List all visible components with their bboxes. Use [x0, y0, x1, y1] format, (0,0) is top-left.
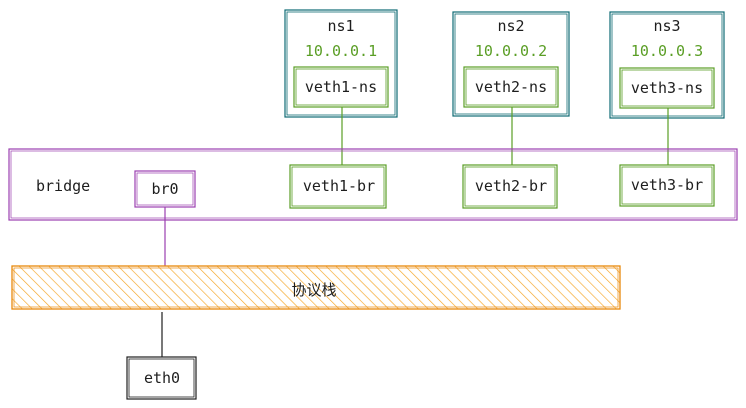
veth1-br-label: veth1-br [303, 177, 375, 195]
ns2-box-inner [454, 13, 568, 115]
protocol-stack-box [11, 265, 621, 310]
veth1-ns-box [293, 66, 389, 108]
ns2-name: ns2 [497, 17, 524, 35]
namespace-ns3: ns3 10.0.0.3 veth3-ns [609, 11, 725, 119]
ns3-box [609, 11, 725, 119]
namespace-ns1: ns1 10.0.0.1 veth1-ns [284, 9, 398, 118]
ns1-box-inner [286, 11, 396, 116]
ns3-name: ns3 [653, 17, 680, 35]
veth2-ns-box [463, 66, 559, 108]
ns2-ip: 10.0.0.2 [475, 42, 547, 60]
ns3-ip: 10.0.0.3 [631, 42, 703, 60]
protocol-stack-box-inner [13, 267, 619, 308]
veth1-ns-box-inner [295, 68, 387, 106]
eth0-label: eth0 [144, 369, 180, 387]
veth3-ns-box-inner [621, 69, 713, 107]
protocol-stack-label: 协议栈 [291, 281, 336, 299]
eth0-box [126, 356, 197, 400]
veth1-br-box-inner [291, 166, 385, 207]
veth2-ns-box-inner [465, 68, 557, 106]
veth2-ns-label: veth2-ns [475, 78, 547, 96]
bridge-box [8, 148, 738, 221]
veth2-br-box [462, 164, 558, 209]
br0-box-inner [136, 172, 194, 206]
ns2-box [452, 11, 570, 117]
protocol-stack: 协议栈 [11, 265, 621, 310]
veth3-br-box [619, 164, 715, 207]
veth3-br-box-inner [621, 166, 713, 205]
eth0-box-inner [128, 358, 195, 398]
veth2-br-box-inner [464, 166, 556, 207]
veth1-ns-label: veth1-ns [305, 78, 377, 96]
ns1-ip: 10.0.0.1 [305, 42, 377, 60]
br0-label: br0 [151, 180, 178, 198]
veth3-br-label: veth3-br [631, 176, 703, 194]
protocol-stack-fill [12, 266, 620, 309]
veth1-br-box [289, 164, 387, 209]
ns3-box-inner [611, 13, 723, 117]
bridge-box-inner [10, 150, 736, 219]
veth3-ns-box [619, 67, 715, 109]
ns1-box [284, 9, 398, 118]
ns1-name: ns1 [327, 17, 354, 35]
bridge-label: bridge [36, 177, 90, 195]
eth0: eth0 [126, 356, 197, 400]
bridge: bridge br0 veth1-br veth2-br veth3-br [8, 148, 738, 221]
namespace-ns2: ns2 10.0.0.2 veth2-ns [452, 11, 570, 117]
veth2-br-label: veth2-br [475, 177, 547, 195]
veth3-ns-label: veth3-ns [631, 79, 703, 97]
